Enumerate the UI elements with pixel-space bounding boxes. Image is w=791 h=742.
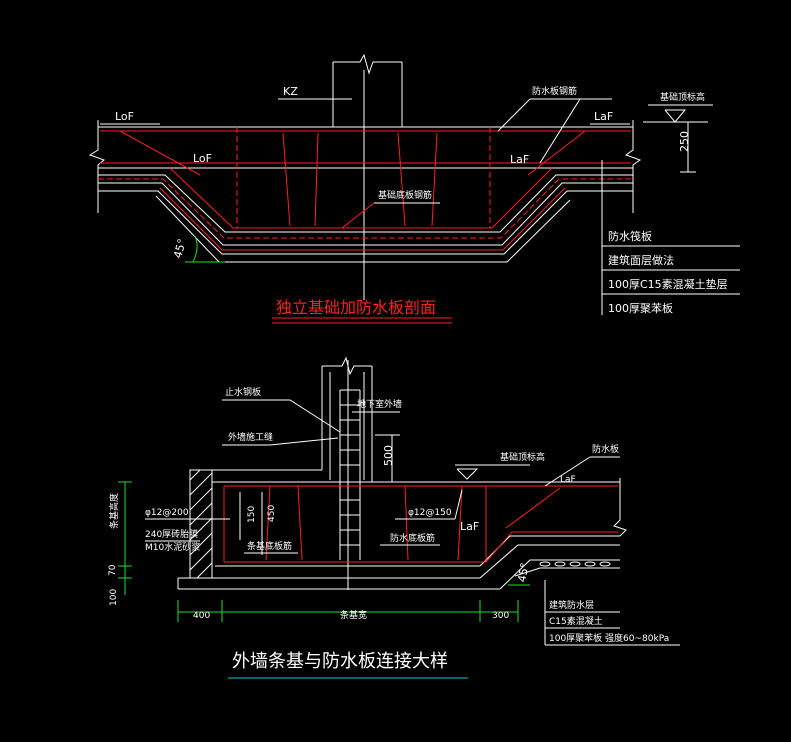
vbar-c bbox=[404, 485, 409, 561]
column-break-line bbox=[333, 53, 402, 75]
angle-label: 45° bbox=[171, 237, 189, 259]
layer2-1: 建筑防水层 bbox=[549, 599, 594, 611]
stop-plate-label: 止水钢板 bbox=[225, 386, 261, 398]
dim-70: 70 bbox=[108, 564, 118, 576]
dim-300: 300 bbox=[492, 611, 509, 621]
slab-bottom-slope bbox=[479, 535, 620, 567]
cushion-slope-2 bbox=[499, 559, 620, 590]
elev-triangle bbox=[664, 109, 687, 123]
joint-leader bbox=[222, 437, 339, 446]
section-independent-footing: KZ LoF LoF LaF L bbox=[88, 53, 740, 324]
pit-outline-2 bbox=[98, 182, 633, 246]
board-240-label: 240厚砖胎膜 bbox=[145, 528, 198, 540]
insulation-hatch bbox=[98, 178, 633, 239]
dim-400: 400 bbox=[193, 611, 210, 621]
pit-outline-3 bbox=[98, 190, 633, 255]
left-break bbox=[88, 120, 105, 213]
vertical-bar-4 bbox=[431, 132, 438, 227]
stop-plate-leader bbox=[222, 399, 341, 433]
layer2-3: 100厚聚苯板 强度60~80kPa bbox=[549, 632, 669, 644]
slab-rebar-leader bbox=[497, 98, 531, 132]
dim-250: 250 bbox=[678, 131, 691, 152]
lof-left-label: LoF bbox=[115, 110, 134, 123]
left-height-label: 条基高度 bbox=[108, 493, 120, 529]
rebar-150-leader bbox=[454, 489, 463, 520]
pit-rebar-lower bbox=[159, 187, 566, 251]
right-break-2 bbox=[613, 478, 627, 537]
angle-arc bbox=[192, 235, 198, 263]
pit-outline-1 bbox=[98, 174, 633, 233]
vertical-bar-2 bbox=[314, 132, 319, 227]
layer-4: 100厚聚苯板 bbox=[608, 301, 673, 315]
laf-inner-label: LaF bbox=[510, 153, 529, 166]
pit-outline-4 bbox=[155, 195, 571, 263]
slab-bottom-bar bbox=[485, 531, 618, 563]
diag-bar-left bbox=[119, 130, 201, 176]
cushion-slope bbox=[479, 544, 620, 579]
laf-right-label: LaF bbox=[594, 110, 613, 123]
basement-wall-label: 地下室外墙 bbox=[357, 398, 402, 410]
slab-bar-leader bbox=[544, 456, 591, 487]
slab-bar-label: 防水板 bbox=[592, 443, 619, 455]
brick-hatch bbox=[189, 469, 213, 579]
foam-line bbox=[514, 567, 620, 577]
bottom-bar-left-label: 条基底板筋 bbox=[247, 540, 292, 552]
diag-bar-right bbox=[527, 130, 586, 176]
layer-3: 100厚C15素混凝土垫层 bbox=[608, 277, 728, 291]
layer-2: 建筑面层做法 bbox=[608, 253, 674, 267]
vbar-a bbox=[265, 485, 271, 561]
vertical-bar-3 bbox=[397, 132, 406, 227]
vertical-bar-1 bbox=[282, 132, 291, 227]
top-elev-label: 基础顶标高 bbox=[660, 91, 705, 103]
brick-mould bbox=[189, 469, 213, 579]
lab-label: LaF bbox=[460, 520, 479, 533]
rebar-200-label: φ12@200 bbox=[145, 508, 189, 518]
section-strip-footing: 止水钢板 地下室外墙 外墙施工缝 500 基础顶标高 防水板 LaF LaF φ… bbox=[108, 356, 680, 679]
angle2-label: 45° bbox=[515, 562, 531, 583]
base-rebar-label: 基础底板钢筋 bbox=[378, 189, 432, 201]
wall-break-line bbox=[322, 356, 372, 376]
dim-500: 500 bbox=[382, 445, 395, 466]
dim-450: 450 bbox=[267, 505, 277, 522]
top-elev-2-label: 基础顶标高 bbox=[500, 451, 545, 463]
foam-pattern bbox=[539, 561, 611, 567]
slab-rebar-label: 防水板钢筋 bbox=[532, 85, 577, 97]
dim-150: 150 bbox=[247, 506, 257, 523]
elev-triangle-2 bbox=[456, 468, 479, 480]
lof-inner-label: LoF bbox=[193, 152, 212, 165]
layer-1: 防水筏板 bbox=[608, 229, 652, 243]
vbar-d bbox=[457, 485, 463, 561]
joint-label: 外墙施工缝 bbox=[228, 431, 273, 443]
base-rebar-leader bbox=[341, 202, 375, 229]
section1-title: 独立基础加防水板剖面 bbox=[276, 298, 436, 317]
bottom-bar-mid-label: 防水底板筋 bbox=[390, 532, 435, 544]
layer2-2: C15素混凝土 bbox=[549, 615, 603, 627]
right-break bbox=[624, 120, 642, 213]
slab-rebar-leader-2 bbox=[539, 98, 581, 164]
pit-rebar-upper bbox=[169, 167, 553, 229]
board-mu-label: M10水泥砂浆 bbox=[145, 541, 200, 553]
diag-anchor bbox=[505, 487, 561, 529]
vbar-b bbox=[297, 485, 303, 561]
section2-title: 外墙条基与防水板连接大样 bbox=[232, 651, 448, 672]
wall-ties bbox=[340, 389, 360, 546]
rebar-150-label: φ12@150 bbox=[408, 508, 452, 518]
laf2-label: LaF bbox=[560, 475, 576, 485]
dim-100: 100 bbox=[109, 589, 119, 606]
dim-strip: 条基宽 bbox=[340, 609, 367, 621]
kz-label: KZ bbox=[283, 85, 298, 98]
